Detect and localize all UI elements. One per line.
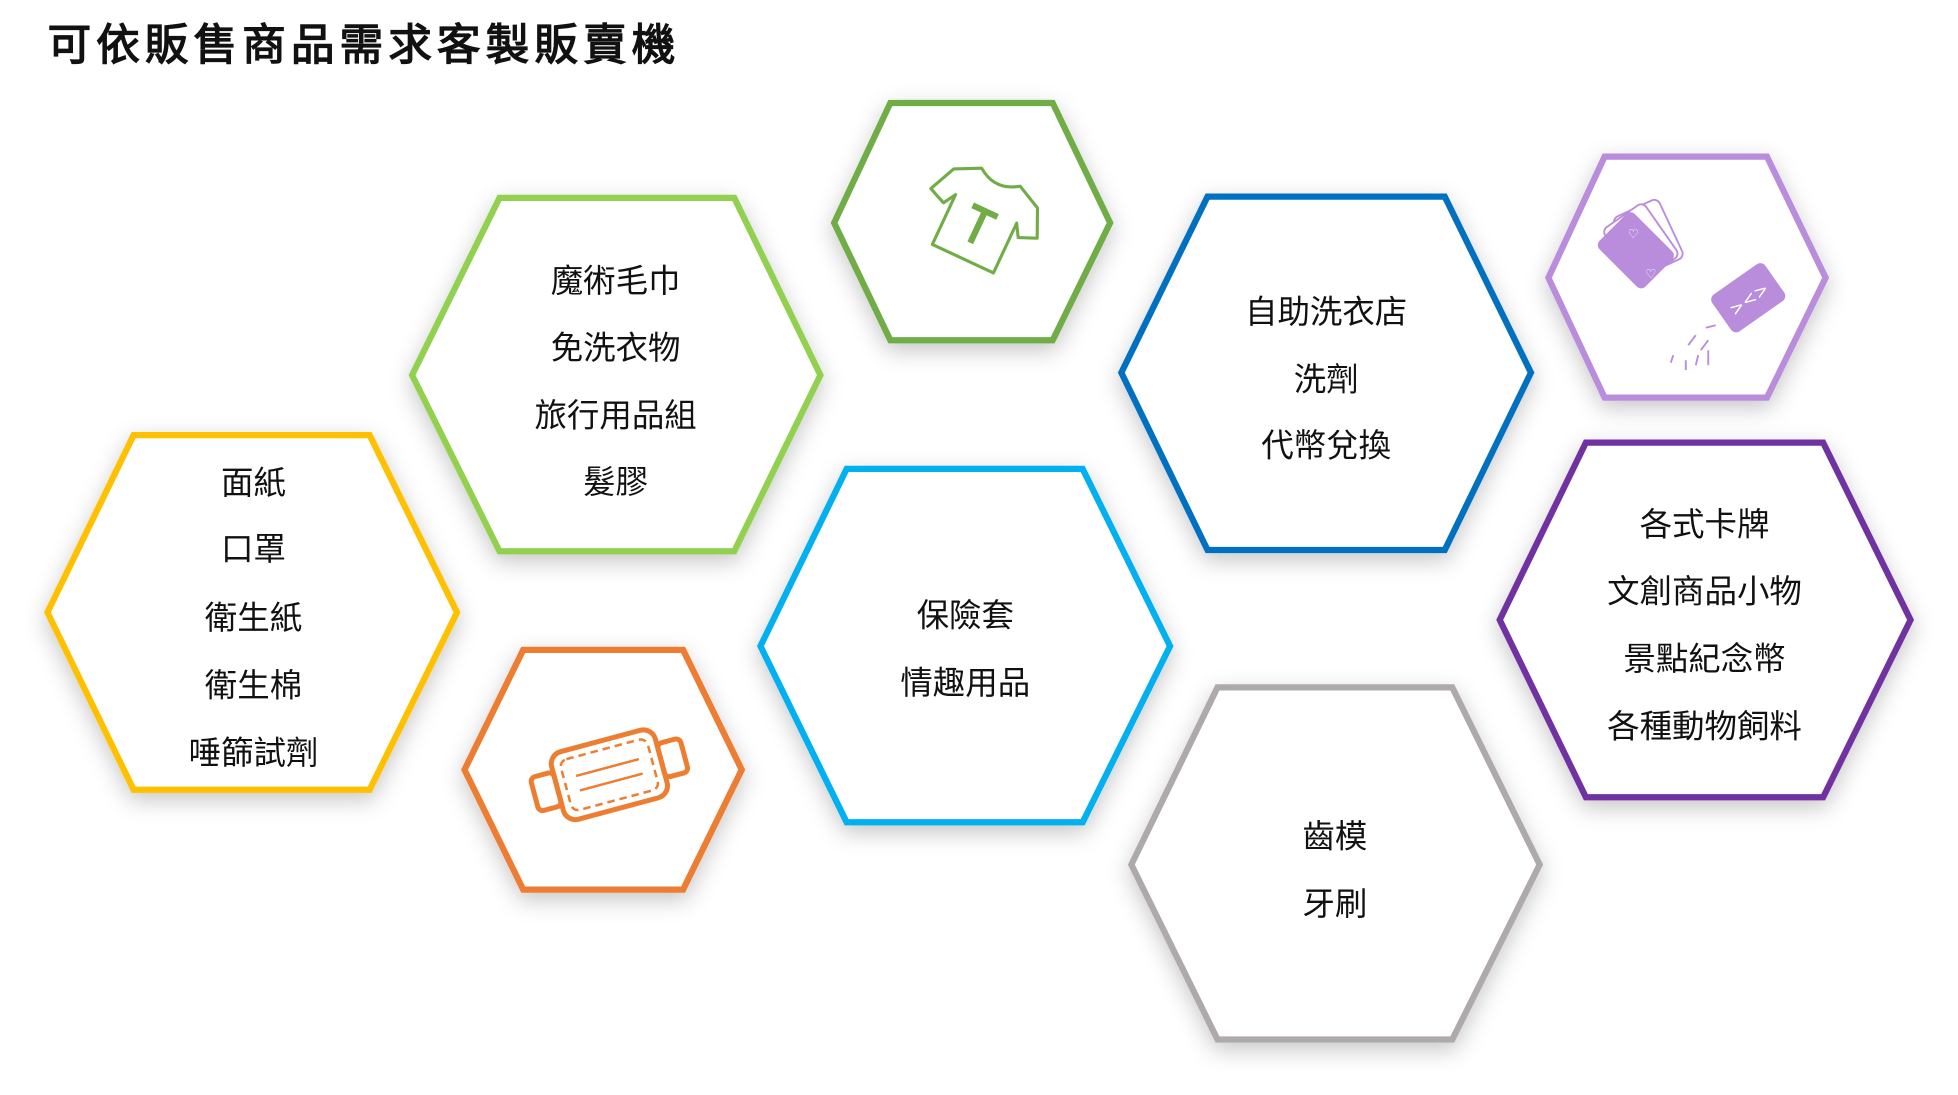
item-label: 情趣用品 (900, 664, 1030, 702)
item-label: 免洗衣物 (551, 329, 681, 367)
hexagon-travel: 魔術毛巾 免洗衣物 旅行用品組 髮膠 (408, 194, 824, 555)
item-label: 衛生紙 (205, 599, 302, 637)
item-label: 口罩 (221, 530, 286, 568)
cards-icon: ♡ ♡ (1597, 198, 1684, 289)
hexagon-tissues: 面紙 口罩 衛生紙 衛生棉 唾篩試劑 (43, 431, 461, 793)
item-label: 髮膠 (583, 463, 648, 501)
item-label: 文創商品小物 (1607, 573, 1802, 611)
item-label: 代幣兌換 (1261, 427, 1391, 465)
item-label: 各式卡牌 (1640, 505, 1770, 543)
item-label: 保險套 (917, 596, 1014, 634)
item-label: 齒模 (1302, 817, 1367, 855)
item-label: 旅行用品組 (534, 397, 696, 435)
hexagon-dental: 齒模 牙刷 (1127, 684, 1544, 1043)
hexagon-laundry: 自助洗衣店 洗劑 代幣兌換 (1117, 193, 1535, 554)
item-label: 各種動物飼料 (1607, 708, 1802, 746)
item-label: 洗劑 (1294, 360, 1359, 398)
hexagon-adult: 保險套 情趣用品 (757, 465, 1174, 826)
item-label: 衛生棉 (205, 666, 302, 704)
fish-feed-icon: ><> (1669, 263, 1786, 371)
hexagon-tshirt (830, 99, 1114, 344)
svg-text:♡: ♡ (1645, 266, 1656, 281)
hexagon-cards-feed: ♡ ♡ ><> (1544, 153, 1830, 401)
item-label: 面紙 (221, 464, 286, 502)
item-label: 唾篩試劑 (189, 734, 319, 772)
hexagon-mask (461, 646, 746, 893)
hexagon-souvenirs: 各式卡牌 文創商品小物 景點紀念幣 各種動物飼料 (1496, 439, 1915, 801)
svg-text:♡: ♡ (1628, 226, 1639, 241)
item-label: 自助洗衣店 (1245, 293, 1407, 331)
tshirt-icon (929, 166, 1040, 275)
item-label: 牙刷 (1302, 885, 1367, 923)
item-label: 景點紀念幣 (1623, 640, 1785, 678)
page-title: 可依販售商品需求客製販賣機 (47, 20, 680, 71)
item-label: 魔術毛巾 (551, 262, 681, 300)
